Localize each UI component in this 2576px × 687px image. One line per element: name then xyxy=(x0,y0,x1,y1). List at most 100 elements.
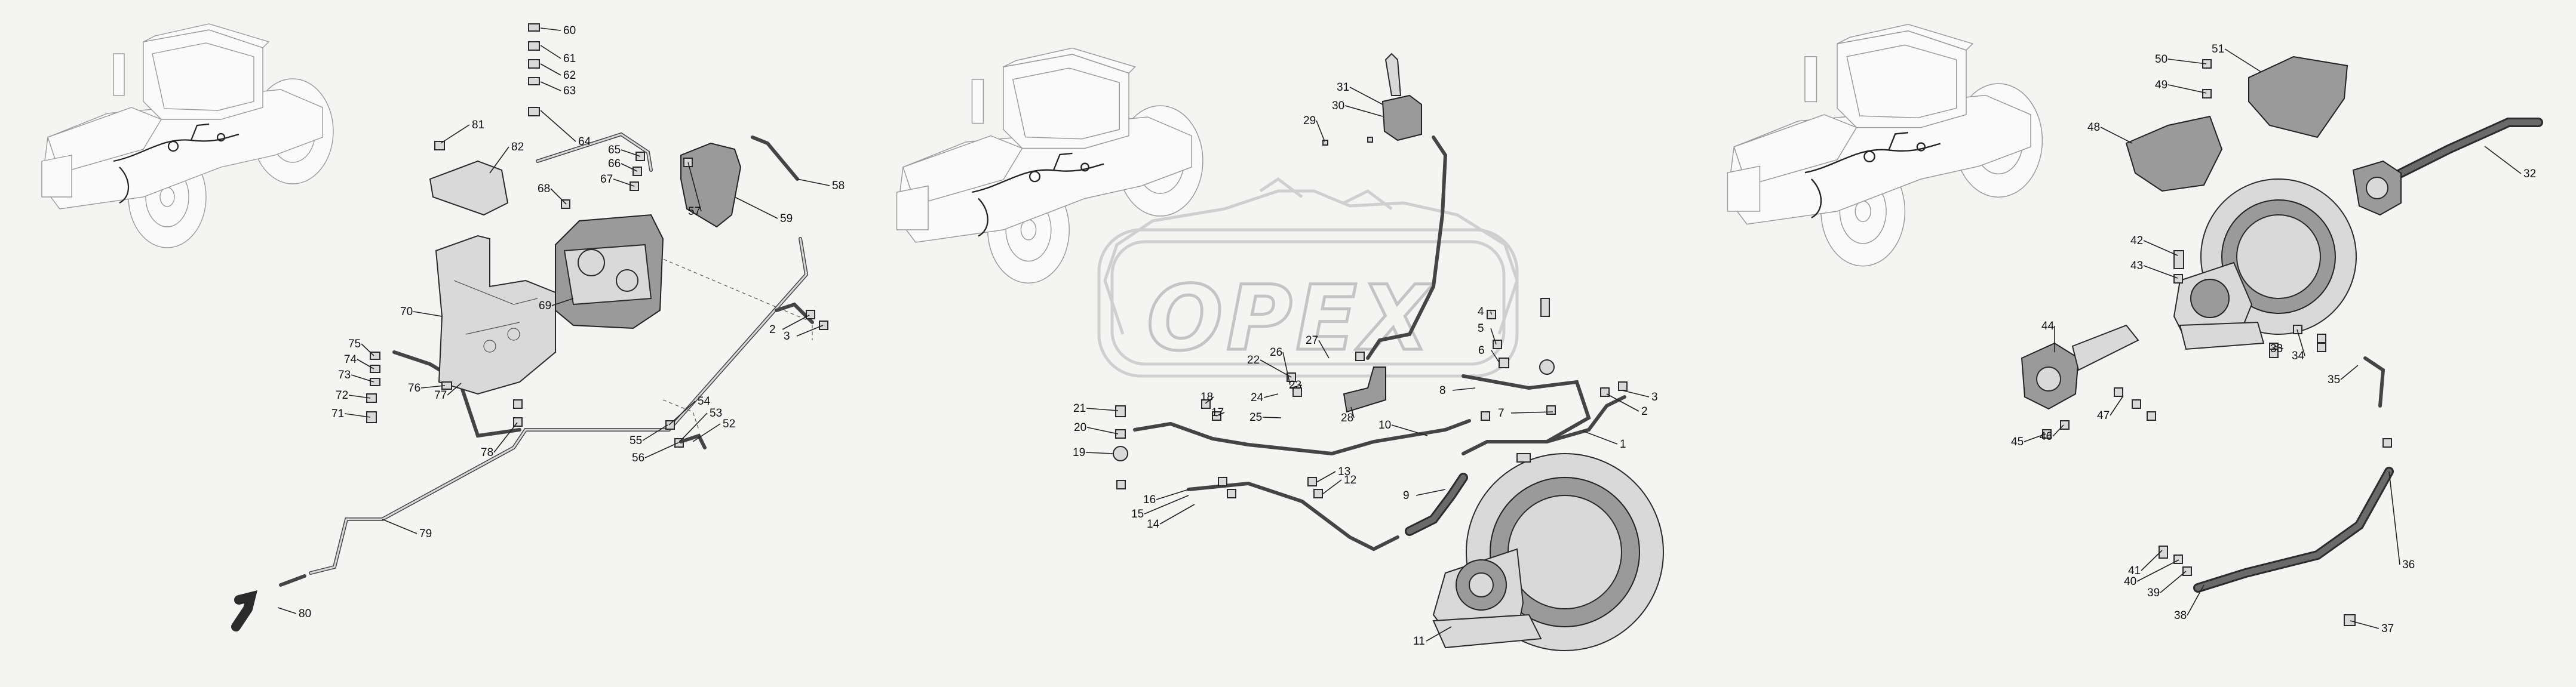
middle-assembly xyxy=(1113,53,1664,651)
callout-number: 36 xyxy=(2402,559,2415,571)
callout-right-50: 50 xyxy=(2155,53,2207,66)
callout-number: 45 xyxy=(2011,436,2024,448)
callout-leader-line xyxy=(692,423,721,442)
callout-left-61: 61 xyxy=(540,45,576,65)
callout-number: 57 xyxy=(688,205,701,218)
callout-middle-17: 17 xyxy=(1211,406,1225,419)
callout-middle-19: 19 xyxy=(1073,446,1114,459)
callout-leader-line xyxy=(1452,387,1476,391)
callout-leader-line xyxy=(621,163,638,172)
callout-number: 27 xyxy=(1306,334,1318,347)
callout-number: 17 xyxy=(1211,406,1224,419)
callout-right-38: 38 xyxy=(2174,584,2205,622)
callout-leader-line xyxy=(2340,365,2359,380)
callout-leader-line xyxy=(2143,265,2178,279)
callout-left-63: 63 xyxy=(540,81,576,97)
callout-number: 67 xyxy=(600,173,613,186)
callout-leader-line xyxy=(2160,571,2187,593)
callout-right-39: 39 xyxy=(2147,571,2187,599)
callout-leader-line xyxy=(1316,471,1336,483)
callout-leader-line xyxy=(2350,620,2380,629)
callout-leader-line xyxy=(1350,406,1355,418)
callout-right-44: 44 xyxy=(2041,320,2055,352)
callout-number: 16 xyxy=(1143,494,1156,506)
callout-leader-line xyxy=(540,110,576,142)
callout-number: 8 xyxy=(1439,384,1446,397)
callout-left-76: 76 xyxy=(408,382,446,395)
callout-number: 5 xyxy=(1478,322,1484,335)
callout-leader-line xyxy=(797,178,830,186)
callout-left-3: 3 xyxy=(784,325,824,343)
callout-number: 2 xyxy=(1641,405,1648,418)
callout-leader-line xyxy=(1344,105,1383,117)
callout-left-72: 72 xyxy=(336,389,371,402)
callout-left-69: 69 xyxy=(539,298,574,312)
callout-left-64: 64 xyxy=(540,110,591,148)
callout-number: 11 xyxy=(1413,635,1425,648)
callout-number: 77 xyxy=(434,389,447,402)
callout-leader-line xyxy=(2484,146,2522,174)
callout-number: 54 xyxy=(698,395,711,408)
callout-number: 13 xyxy=(1338,466,1350,478)
callout-right-46: 46 xyxy=(2040,424,2064,443)
callout-number: 15 xyxy=(1131,508,1144,520)
callout-number: 34 xyxy=(2292,350,2305,362)
callout-left-60: 60 xyxy=(540,24,576,37)
callout-left-56: 56 xyxy=(632,442,678,464)
callout-middle-22: 22 xyxy=(1247,354,1292,378)
callout-leader-line xyxy=(361,343,374,356)
callout-middle-31: 31 xyxy=(1337,81,1383,105)
callout-number: 64 xyxy=(578,135,591,148)
callout-left-62: 62 xyxy=(540,63,576,82)
callout-leader-line xyxy=(621,149,641,157)
callout-leader-line xyxy=(2274,346,2284,349)
callout-leader-line xyxy=(540,27,561,31)
callout-middle-26: 26 xyxy=(1270,346,1291,386)
callout-left-55: 55 xyxy=(630,424,668,447)
callout-number: 78 xyxy=(481,446,493,459)
callout-right-49: 49 xyxy=(2155,79,2207,94)
callout-number: 35 xyxy=(2328,374,2340,386)
callout-leader-line xyxy=(2143,240,2178,256)
callout-left-77: 77 xyxy=(434,383,462,402)
callout-number: 50 xyxy=(2155,53,2167,66)
callout-leader-line xyxy=(1215,412,1225,417)
callout-leader-line xyxy=(277,607,297,614)
callout-middle-8: 8 xyxy=(1439,384,1476,397)
callout-number: 21 xyxy=(1073,402,1086,415)
callout-left-79: 79 xyxy=(382,519,432,540)
callout-leader-line xyxy=(2388,471,2400,565)
callout-left-82: 82 xyxy=(489,141,524,174)
callout-number: 3 xyxy=(784,330,790,343)
callout-leader-line xyxy=(782,315,810,330)
opex-watermark: OPEX xyxy=(1097,177,1519,378)
callout-number: 75 xyxy=(348,338,361,350)
callout-left-75: 75 xyxy=(348,338,374,356)
callout-leader-line xyxy=(551,298,574,306)
callout-number: 56 xyxy=(632,452,644,464)
callout-middle-9: 9 xyxy=(1403,489,1446,502)
callout-right-32: 32 xyxy=(2484,146,2536,180)
callout-number: 55 xyxy=(630,435,642,447)
callout-number: 3 xyxy=(1651,391,1658,403)
callout-right-45: 45 xyxy=(2011,433,2046,448)
callout-number: 44 xyxy=(2041,320,2055,332)
left-assembly xyxy=(231,23,828,631)
callout-right-47: 47 xyxy=(2097,395,2124,422)
callout-leader-line xyxy=(668,401,696,426)
callout-number: 30 xyxy=(1332,100,1344,112)
callout-right-36: 36 xyxy=(2388,471,2415,571)
callout-leader-line xyxy=(1622,390,1650,398)
callout-number: 49 xyxy=(2155,79,2167,91)
callout-middle-20: 20 xyxy=(1074,421,1119,435)
callout-middle-28: 28 xyxy=(1341,406,1355,424)
callout-right-37: 37 xyxy=(2350,620,2394,635)
callout-leader-line xyxy=(1262,417,1282,418)
callout-leader-line xyxy=(1159,504,1195,525)
callout-number: 72 xyxy=(336,389,348,402)
callout-left-53: 53 xyxy=(678,407,722,443)
callout-leader-line xyxy=(2100,127,2133,144)
callout-number: 60 xyxy=(563,24,576,37)
callout-left-70: 70 xyxy=(400,306,443,318)
right-fittings xyxy=(2042,59,2392,626)
